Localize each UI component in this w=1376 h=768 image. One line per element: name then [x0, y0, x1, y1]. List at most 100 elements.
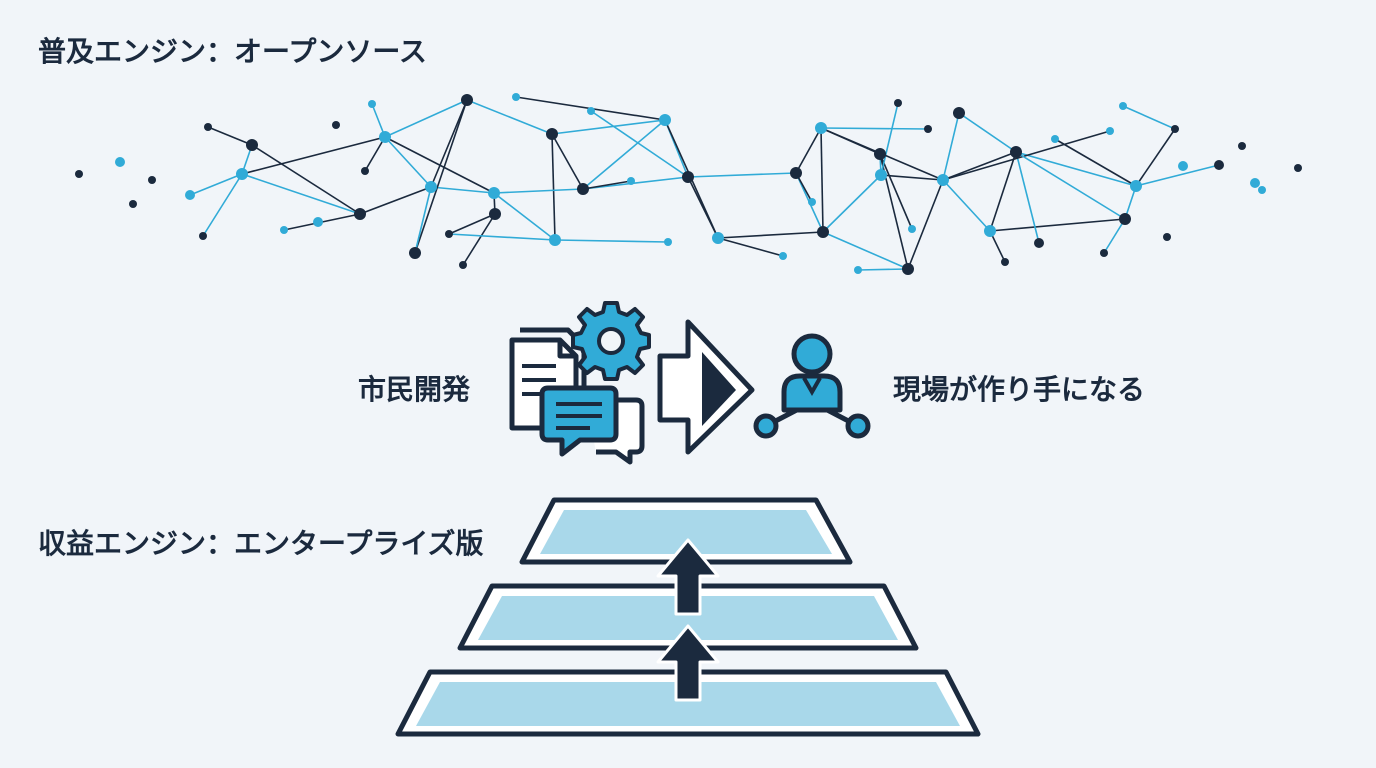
network-node — [1010, 146, 1022, 158]
network-node — [937, 174, 949, 186]
network-edge — [582, 180, 632, 190]
network-edge — [207, 126, 253, 146]
network-node — [1214, 160, 1224, 170]
revenue-engine-title: 収益エンジン：エンタープライズ版 — [38, 527, 484, 560]
network-edge — [448, 233, 556, 241]
network-edge — [590, 110, 689, 178]
network-node — [1250, 178, 1260, 188]
network-node — [549, 234, 561, 246]
network-node — [313, 217, 323, 227]
network-edge — [189, 173, 243, 196]
network-node — [379, 131, 391, 143]
network-edge — [493, 188, 584, 194]
network-edge — [384, 99, 468, 138]
tier-bottom — [395, 669, 981, 737]
tier-middle — [457, 583, 919, 651]
network-node — [779, 252, 787, 260]
network-edge — [241, 173, 361, 215]
network-edge — [880, 102, 899, 176]
network-node — [1119, 213, 1131, 225]
network-edge — [551, 133, 556, 241]
network-node — [368, 100, 376, 108]
network-edge — [879, 153, 913, 230]
network-edge — [822, 174, 882, 233]
network-edge — [1103, 218, 1126, 254]
network-edge — [466, 99, 553, 135]
network-node — [1238, 142, 1246, 150]
network-node — [1106, 127, 1114, 135]
network-edge — [551, 133, 584, 190]
network-node — [488, 187, 500, 199]
adoption-engine-title: 普及エンジン：オープンソース — [38, 35, 427, 68]
network-edge — [430, 186, 495, 194]
person-network-icon — [753, 333, 871, 439]
network-edge — [907, 179, 944, 270]
network-edge — [251, 144, 361, 215]
network-node — [459, 261, 467, 269]
network-node — [489, 208, 501, 220]
network-edge — [1015, 151, 1137, 187]
network-edge — [1122, 105, 1176, 130]
network-node — [512, 93, 520, 101]
network-node — [808, 198, 816, 206]
network-node — [1001, 258, 1009, 266]
network-node — [185, 190, 195, 200]
document-stack-icon — [509, 327, 587, 431]
network-edge — [364, 136, 386, 172]
network-edge — [989, 151, 1017, 232]
network-edge — [241, 136, 386, 175]
network-edge — [717, 231, 824, 239]
network-node — [874, 148, 886, 160]
network-node — [204, 123, 212, 131]
network-edge — [687, 172, 797, 178]
network-node — [1100, 249, 1108, 257]
network-node — [790, 167, 802, 179]
network-edge — [582, 119, 666, 190]
arrow-up-icon — [656, 538, 720, 616]
network-node — [682, 171, 694, 183]
network-node — [924, 125, 932, 133]
network-node — [1051, 135, 1059, 143]
network-edge — [795, 127, 822, 174]
citizen-dev-label: 市民開発 — [358, 373, 471, 406]
network-node — [1178, 161, 1188, 171]
network-edge — [554, 239, 669, 243]
network-node — [445, 230, 453, 238]
network-node — [361, 167, 369, 175]
network-edge — [687, 176, 719, 239]
network-node — [902, 263, 914, 275]
network-node — [908, 225, 916, 233]
network-edge — [384, 136, 432, 188]
network-node — [1130, 180, 1142, 192]
network-edge — [414, 99, 468, 254]
network-node — [854, 266, 862, 274]
network-edge — [822, 231, 909, 270]
network-edge — [582, 176, 689, 190]
network-edge — [942, 130, 1111, 181]
network-node — [577, 183, 589, 195]
network-edge — [1135, 128, 1176, 187]
network-node — [148, 176, 156, 184]
network-edge — [1135, 164, 1220, 187]
network-node — [354, 208, 366, 220]
network-edge — [1054, 138, 1137, 187]
network-node — [894, 99, 902, 107]
network-node — [1258, 186, 1266, 194]
field-maker-label: 現場が作り手になる — [893, 373, 1146, 406]
network-node — [115, 157, 125, 167]
network-node — [1171, 125, 1179, 133]
network-node — [1119, 102, 1127, 110]
chat-bubbles-icon — [539, 385, 645, 465]
network-edge — [1015, 151, 1040, 244]
network-node — [75, 170, 83, 178]
network-node — [236, 168, 248, 180]
network-node — [984, 225, 996, 237]
network-node — [280, 226, 288, 234]
network-node — [712, 232, 724, 244]
network-node — [875, 169, 887, 181]
network-node — [1034, 238, 1044, 248]
network-edge — [958, 112, 1017, 153]
network-edge — [414, 186, 432, 254]
network-node — [199, 232, 207, 240]
